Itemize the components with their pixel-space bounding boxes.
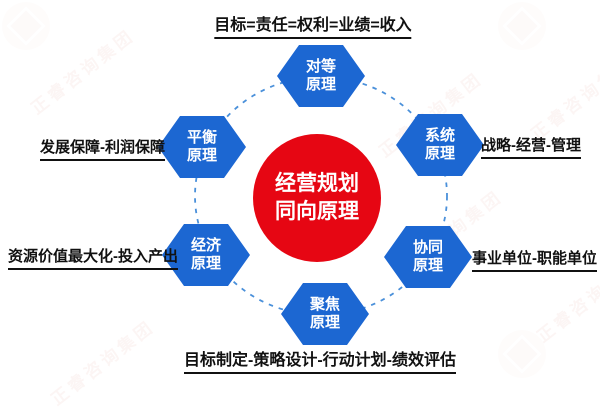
hexagon-label-line: 系统 bbox=[424, 127, 455, 145]
center-title-line1: 经营规划 bbox=[275, 171, 359, 195]
hexagon-label-line: 平衡 bbox=[186, 129, 217, 147]
hexagon-label-line: 原理 bbox=[190, 255, 221, 272]
caption-goal-process-chain: 目标制定-策略设计-行动计划-绩效评估 bbox=[184, 346, 456, 374]
hexagon-label-line: 原理 bbox=[309, 314, 340, 331]
hexagon-label-line: 经济 bbox=[190, 237, 221, 255]
watermark-text: 正睿咨询集团 bbox=[47, 316, 159, 410]
hexagon-parity: 对等 原理 bbox=[277, 45, 365, 107]
watermark-text: 正睿咨询集团 bbox=[27, 25, 139, 119]
hexagon-label-line: 原理 bbox=[186, 147, 217, 164]
watermark-text: 正睿咨询集团 bbox=[527, 51, 600, 145]
caption-resource-value: 资源价值最大化-投入产出 bbox=[8, 245, 178, 270]
watermark-logo-icon bbox=[2, 2, 50, 50]
caption-development-profit: 发展保障-利润保障 bbox=[40, 136, 165, 161]
center-circle: 经营规划 同向原理 bbox=[253, 134, 381, 262]
hexagon-label-line: 原理 bbox=[305, 76, 336, 93]
hexagon-focus: 聚焦 原理 bbox=[281, 283, 369, 345]
center-title-line2: 同向原理 bbox=[275, 200, 359, 223]
hexagon-label-line: 对等 bbox=[305, 58, 336, 76]
hexagon-label-line: 聚焦 bbox=[309, 296, 340, 314]
principle-diagram: 正睿咨询集团 正睿咨询集团 正睿咨询集团 正睿咨询集团 正睿咨询集团 正睿咨询集… bbox=[2, 2, 600, 378]
hexagon-system: 系统 原理 bbox=[396, 114, 484, 176]
hexagon-synergy: 协同 原理 bbox=[384, 226, 472, 288]
hexagon-economy: 经济 原理 bbox=[162, 224, 250, 286]
hexagon-label-line: 原理 bbox=[424, 145, 455, 162]
caption-strategy-operation-management: 战略-经营-管理 bbox=[481, 134, 581, 159]
hexagon-balance: 平衡 原理 bbox=[158, 116, 246, 178]
hexagon-label-line: 原理 bbox=[412, 257, 443, 274]
hexagon-label-line: 协同 bbox=[412, 239, 443, 257]
caption-business-function-units: 事业单位-职能单位 bbox=[472, 247, 597, 272]
watermark-logo-icon bbox=[498, 2, 546, 50]
caption-top-goal-chain: 目标=责任=权利=业绩=收入 bbox=[214, 11, 412, 39]
watermark-logo-icon bbox=[498, 330, 546, 378]
